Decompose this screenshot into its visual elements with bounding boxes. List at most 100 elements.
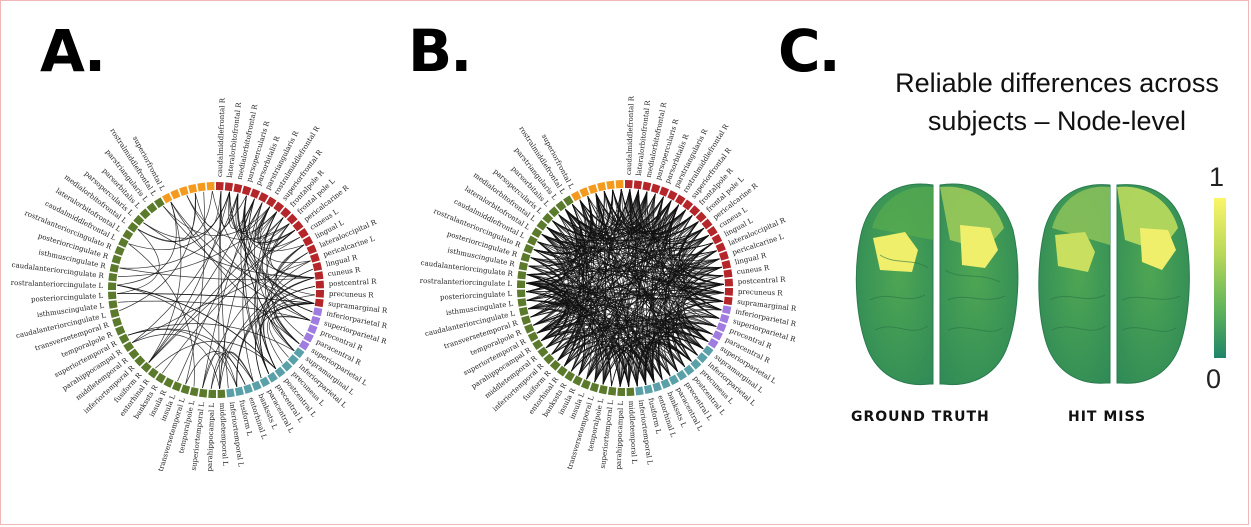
chord-node — [162, 192, 173, 204]
chord-links — [526, 189, 724, 387]
chord-node — [170, 189, 181, 200]
chord-link — [526, 282, 698, 356]
chord-node — [302, 236, 314, 247]
chord-node — [527, 331, 539, 342]
chord-ring — [517, 180, 734, 396]
chord-link — [170, 201, 300, 344]
chord-node — [580, 379, 591, 390]
chord-link — [595, 193, 621, 387]
chord-node — [115, 325, 126, 336]
chord-link — [541, 331, 647, 385]
chord-link — [526, 282, 686, 368]
chord-link — [536, 235, 709, 334]
panel-a-letter: A. — [40, 17, 106, 85]
chord-node — [314, 298, 324, 308]
chord-node — [134, 355, 146, 367]
chord-node — [154, 197, 165, 209]
chord-link — [127, 328, 254, 382]
chord-node — [527, 235, 538, 246]
chord-node — [667, 190, 678, 201]
chord-node — [721, 260, 732, 270]
node-label: precuneus R — [329, 290, 375, 300]
chord-node — [140, 361, 152, 373]
chord-node — [712, 330, 723, 341]
title-line-2: subjects – Node-level — [927, 106, 1187, 136]
chord-link — [132, 260, 311, 344]
chord-node — [548, 206, 560, 218]
chord-link — [586, 327, 713, 380]
node-label: posteriorcingulate L — [31, 292, 104, 304]
chord-node — [531, 227, 543, 238]
chord-node — [118, 333, 130, 344]
chord-node — [155, 372, 166, 384]
chord-node — [266, 196, 277, 208]
chord-link — [620, 189, 631, 225]
chord-link — [526, 189, 639, 284]
chord-node — [668, 374, 679, 386]
chord-link — [533, 234, 569, 326]
chord-link — [252, 206, 278, 238]
chord-node — [675, 194, 686, 206]
chord-node — [303, 332, 314, 343]
chord-link — [551, 332, 580, 361]
chord-node — [171, 381, 182, 392]
chord-node — [108, 300, 118, 309]
chord-node — [724, 288, 734, 296]
chord-node — [112, 317, 123, 327]
chord-link — [533, 193, 598, 254]
chord-link — [557, 196, 595, 361]
chord-link — [536, 292, 724, 334]
chord-node — [642, 181, 652, 192]
chord-link — [533, 189, 639, 326]
chord-node — [521, 315, 532, 325]
chord-link — [651, 196, 671, 377]
chord-link — [235, 193, 270, 233]
chord-node — [293, 347, 305, 359]
chord-link — [629, 189, 648, 225]
chord-link — [594, 350, 630, 387]
chord-link — [128, 243, 195, 387]
chord-node — [617, 387, 625, 396]
chord-node — [523, 243, 534, 254]
chord-node — [542, 212, 554, 224]
chord-node — [250, 188, 261, 199]
chord-node — [682, 199, 694, 211]
chord-link — [564, 208, 717, 327]
left-highlight-region — [1055, 232, 1095, 272]
chord-node — [659, 186, 670, 197]
chord-link — [528, 292, 724, 310]
chord-node — [543, 353, 555, 365]
chord-link — [530, 257, 586, 376]
panel-c-letter: C. — [778, 17, 841, 85]
chord-ring — [108, 182, 324, 398]
chord-node — [118, 237, 129, 248]
chord-link — [119, 193, 196, 312]
chord-link — [638, 189, 724, 302]
sulci-lines — [869, 254, 1006, 332]
chord-link — [638, 189, 709, 342]
chord-node — [314, 271, 324, 280]
chord-node — [517, 280, 526, 288]
chord-link — [594, 193, 606, 383]
chord-node — [114, 245, 125, 256]
chord-node — [109, 263, 120, 273]
chord-link — [526, 227, 705, 301]
chord-link — [528, 265, 597, 383]
chord-link — [258, 206, 300, 249]
chord-link — [148, 201, 182, 363]
node-label: caudalmiddlefrontal R — [625, 95, 636, 175]
node-label: middletemporal L — [627, 401, 638, 465]
chord-node — [179, 186, 189, 197]
chord-link — [541, 327, 692, 362]
chord-node — [224, 182, 234, 192]
chord-link — [595, 193, 638, 387]
chord-node — [556, 365, 568, 377]
chord-link — [557, 339, 590, 376]
chord-link — [541, 234, 630, 387]
chord-node — [108, 272, 118, 282]
chord-link — [629, 189, 687, 232]
chord-link — [659, 196, 724, 285]
chord-link — [533, 249, 724, 294]
chord-node — [635, 386, 644, 396]
node-label: rostralanteriorcingulate L — [11, 279, 104, 290]
